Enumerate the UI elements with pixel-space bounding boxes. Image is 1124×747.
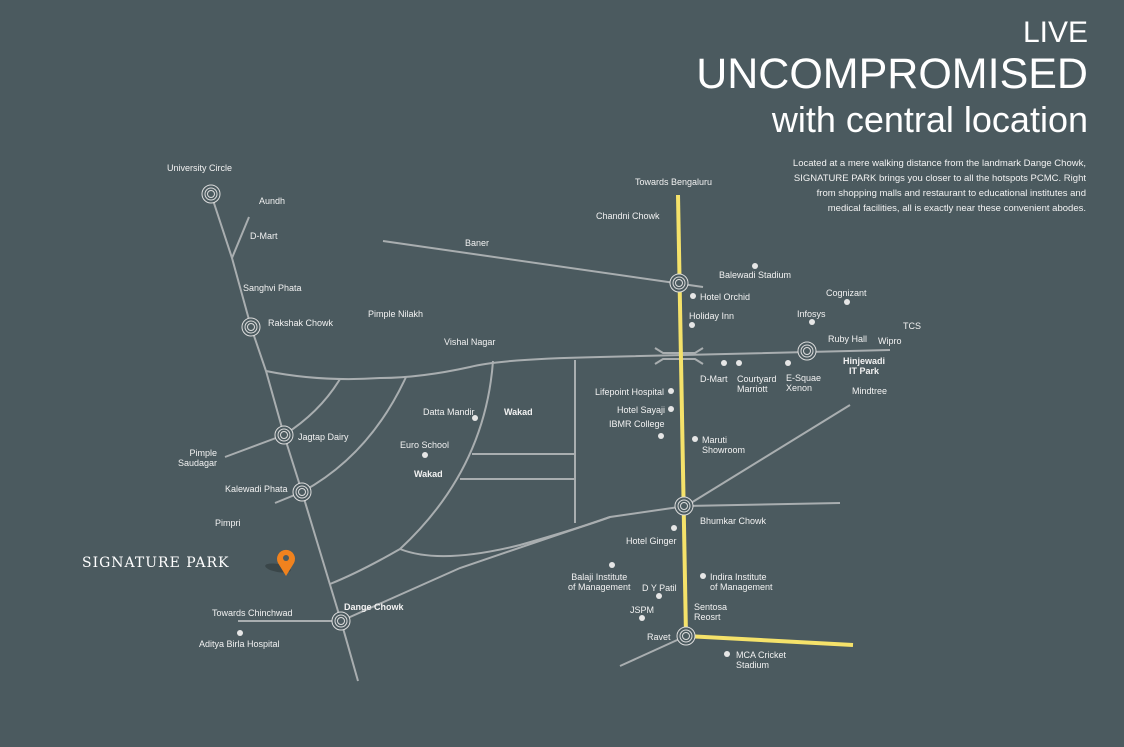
label-jspm: JSPM <box>630 605 655 615</box>
label-wipro: Wipro <box>878 336 902 346</box>
label-balaji-institute: Balaji Institute of Management <box>568 572 631 592</box>
description: Located at a mere walking distance from … <box>792 158 1086 214</box>
label-dange-chowk: Dange Chowk <box>344 602 404 612</box>
label-ruby-hall: Ruby Hall <box>828 334 868 344</box>
road-wakad-branch <box>399 516 611 558</box>
road-jagtap-arc <box>283 378 341 436</box>
landmark-dots <box>237 263 850 657</box>
label-mca-cricket-stadium: MCA Cricket Stadium <box>736 650 787 670</box>
label-holiday-inn: Holiday Inn <box>689 311 735 321</box>
label-mindtree: Mindtree <box>852 386 888 396</box>
road-dmart-spur <box>231 216 250 259</box>
label-dmart-right: D-Mart <box>700 374 728 384</box>
label-vishal-nagar: Vishal Nagar <box>444 337 496 347</box>
road-kalewadi-arc <box>301 376 407 493</box>
road-mindtree <box>685 404 851 507</box>
label-wakad: Wakad <box>414 469 443 479</box>
label-dmart-left: D-Mart <box>250 231 278 241</box>
label-rakshak-chowk: Rakshak Chowk <box>268 318 334 328</box>
label-bhumkar-chowk: Bhumkar Chowk <box>700 516 767 526</box>
label-ibmr-college: IBMR College <box>609 419 665 429</box>
label-hotel-orchid: Hotel Orchid <box>700 292 751 302</box>
label-baner: Baner <box>465 238 490 248</box>
highway-bengaluru <box>676 194 688 637</box>
road-ravet <box>619 635 687 667</box>
label-towards-bengaluru: Towards Bengaluru <box>635 177 713 187</box>
junction-university-circle <box>201 184 221 204</box>
junction-bhumkar-chowk <box>674 496 694 516</box>
label-jagtap-dairy: Jagtap Dairy <box>298 432 349 442</box>
label-indira-institute: Indira Institute of Management <box>710 572 773 592</box>
road-dange-bhumkar <box>340 502 841 622</box>
junction-jagtap-dairy <box>274 425 294 445</box>
label-chandni-chowk: Chandni Chowk <box>596 211 660 221</box>
label-datta-mandir: Datta Mandir <box>423 407 475 417</box>
label-lifepoint-hospital: Lifepoint Hospital <box>595 387 665 397</box>
junction-rakshak-chowk <box>241 317 261 337</box>
location-pin-icon[interactable] <box>265 549 295 576</box>
label-aditya-birla-hospital: Aditya Birla Hospital <box>199 639 280 649</box>
label-towards-chinchwad: Towards Chinchwad <box>212 608 293 618</box>
label-esquare-xenon: E-Squae Xenon <box>786 373 822 393</box>
label-pimple-saudagar: Pimple Saudagar <box>178 448 218 468</box>
junction-dange-chowk <box>331 611 351 631</box>
label-courtyard-marriott: Courtyard Marriott <box>737 374 777 394</box>
road-wakad-arc <box>329 360 494 585</box>
signature-park-label: SIGNATURE PARK <box>82 555 230 571</box>
label-dy-patil: D Y Patil <box>642 583 677 593</box>
road-baner <box>382 240 704 288</box>
label-university-circle: University Circle <box>167 163 233 173</box>
junctions <box>201 184 817 646</box>
label-aundh: Aundh <box>259 196 286 206</box>
label-ravet: Ravet <box>647 632 671 642</box>
label-hotel-ginger: Hotel Ginger <box>626 536 677 546</box>
highway <box>676 194 854 647</box>
label-infosys: Infosys <box>797 309 826 319</box>
label-kalewadi-phata: Kalewadi Phata <box>225 484 288 494</box>
label-wakad-east: Wakad <box>504 407 533 417</box>
label-euro-school: Euro School <box>400 440 450 450</box>
label-balewadi-stadium: Balewadi Stadium <box>719 270 792 280</box>
label-sanghvi-phata: Sanghvi Phata <box>243 283 302 293</box>
label-cognizant: Cognizant <box>826 288 867 298</box>
label-sentosa-resort: Sentosa Reosrt <box>694 602 728 622</box>
label-pimpri: Pimpri <box>215 518 241 528</box>
road-pimple-saudagar <box>224 434 285 458</box>
highway-ravet-east <box>685 634 854 647</box>
junction-ravet <box>676 626 696 646</box>
label-tcs: TCS <box>903 321 921 331</box>
roads <box>210 193 891 682</box>
label-maruti-showroom: Maruti Showroom <box>702 435 746 455</box>
junction-hinjewadi <box>797 341 817 361</box>
road-hinjewadi <box>265 349 891 381</box>
label-hotel-sayaji: Hotel Sayaji <box>617 405 666 415</box>
label-hinjewadi-it-park: Hinjewadi IT Park <box>843 356 886 376</box>
headline-central-location: with central location <box>771 99 1088 140</box>
junction-baner <box>669 273 689 293</box>
junction-kalewadi-phata <box>292 482 312 502</box>
headline-uncompromised: UNCOMPROMISED <box>696 50 1088 98</box>
road-aundh-dange <box>210 193 359 682</box>
label-pimple-nilakh: Pimple Nilakh <box>368 309 424 319</box>
headline-live: LIVE <box>1022 16 1088 49</box>
